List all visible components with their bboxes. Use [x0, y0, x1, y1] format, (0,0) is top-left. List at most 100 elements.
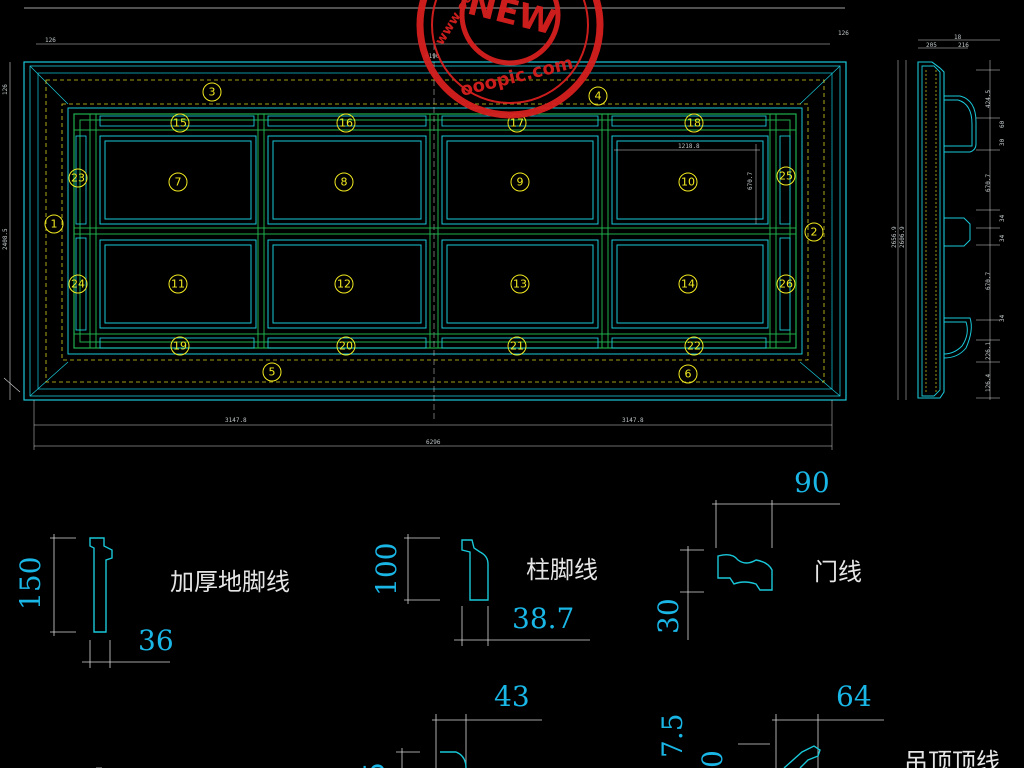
- marker-circle: [678, 172, 698, 192]
- profile-3-width: 90: [794, 466, 830, 499]
- marker-number: 25: [779, 170, 793, 183]
- marker-circle: [170, 113, 190, 133]
- sec-dim-10: 34: [999, 314, 1006, 322]
- dim-height-left: 2408.5: [2, 228, 9, 250]
- marker-circle: [510, 274, 530, 294]
- sec-dim-8: 34: [999, 234, 1006, 242]
- marker-number: 5: [269, 366, 276, 379]
- marker-number: 18: [687, 117, 701, 130]
- dim-top-offset: 126: [45, 37, 56, 44]
- marker-circle: [44, 214, 64, 234]
- dim-center-top: 6190: [425, 53, 440, 60]
- marker-number: 4: [595, 90, 602, 103]
- dim-left-offset: 126: [2, 84, 9, 95]
- marker-circle: [336, 336, 356, 356]
- marker-number: 24: [71, 278, 85, 291]
- marker-number: 9: [517, 176, 524, 189]
- marker-number: 26: [779, 278, 793, 291]
- marker-number: 10: [681, 176, 695, 189]
- marker-circle: [507, 336, 527, 356]
- marker-number: 15: [173, 117, 187, 130]
- sec-dim-14: 2606.9: [899, 226, 906, 248]
- dim-half-right: 3147.8: [622, 417, 644, 424]
- marker-number: 23: [71, 172, 85, 185]
- marker-circle: [202, 82, 222, 102]
- sec-dim-11: 226.1: [985, 342, 992, 360]
- marker-number: 22: [687, 340, 701, 353]
- sec-dim-2: 216: [958, 42, 969, 49]
- front-elevation: 126 126 6190 126 2408.5: [2, 7, 849, 450]
- profile-column-base: 100 38.7 柱脚线: [370, 534, 598, 646]
- sec-dim-3: 424.5: [985, 90, 992, 108]
- marker-number: 11: [171, 278, 185, 291]
- sec-dim-4: 60: [999, 120, 1006, 128]
- profile-1-name: 加厚地脚线: [170, 568, 290, 596]
- profile-1-width: 36: [138, 624, 174, 657]
- profile-2-name: 柱脚线: [526, 556, 598, 584]
- sec-dim-13: 2656.9: [891, 226, 898, 248]
- marker-number: 17: [510, 117, 524, 130]
- marker-circle: [776, 166, 796, 186]
- new-stamp-watermark: NEW www.ooopic.com ooopic.com: [416, 0, 604, 119]
- stamp-badge: NEW: [464, 0, 560, 43]
- panel-grid: 1218.8 670.7: [99, 135, 769, 329]
- side-section: 205 18 216 424.5 60 30 670.7 34 34 670.7…: [891, 34, 1006, 400]
- profile-5-width: 64: [836, 680, 872, 713]
- sec-dim-6: 670.7: [985, 174, 992, 192]
- profile-3-name: 门线: [814, 558, 862, 586]
- sec-dim-5: 30: [999, 138, 1006, 146]
- stamp-url-bottom: ooopic.com: [458, 53, 575, 101]
- marker-number: 21: [510, 340, 524, 353]
- dim-panel-height: 670.7: [747, 172, 754, 190]
- marker-number: 12: [337, 278, 351, 291]
- profile-4-width: 43: [494, 680, 530, 713]
- partial-dim-a: 5: [358, 762, 391, 768]
- marker-circle: [262, 362, 282, 382]
- marker-number: 13: [513, 278, 527, 291]
- marker-number: 3: [209, 86, 216, 99]
- sec-dim-0: 205: [926, 42, 937, 49]
- profile-ceiling-cornice: 64 7.5 0 吊顶顶线: [656, 680, 1000, 768]
- profile-door-trim: 90 30 门线: [652, 466, 862, 640]
- marker-circle: [336, 113, 356, 133]
- marker-circle: [678, 364, 698, 384]
- sec-dim-7: 34: [999, 214, 1006, 222]
- marker-number: 8: [341, 176, 348, 189]
- profile-2-height: 100: [370, 543, 403, 596]
- profile-partial-left: 43 5: [96, 680, 542, 768]
- dim-half-left: 3147.8: [225, 417, 247, 424]
- marker-number: 19: [173, 340, 187, 353]
- marker-number: 20: [339, 340, 353, 353]
- profile-5-name: 吊顶顶线: [904, 748, 1000, 768]
- marker-circle: [168, 172, 188, 192]
- marker-circle: [776, 274, 796, 294]
- marker-circle: [334, 172, 354, 192]
- marker-number: 2: [811, 226, 818, 239]
- marker-circle: [68, 168, 88, 188]
- dim-top-offset-right: 126: [838, 30, 849, 37]
- partial-dim-c: 0: [696, 750, 729, 768]
- sec-dim-9: 670.7: [985, 272, 992, 290]
- marker-number: 7: [175, 176, 182, 189]
- marker-circle: [170, 336, 190, 356]
- marker-circle: [168, 274, 188, 294]
- profile-1-height: 150: [14, 557, 47, 610]
- marker-number: 6: [685, 368, 692, 381]
- dim-total-width: 6296: [426, 439, 441, 446]
- marker-number: 1: [51, 218, 58, 231]
- marker-number: 16: [339, 117, 353, 130]
- profile-3-height: 30: [652, 598, 685, 634]
- partial-dim-b: 7.5: [656, 713, 689, 758]
- marker-circle: [804, 222, 824, 242]
- marker-circle: [68, 274, 88, 294]
- marker-circle: [334, 274, 354, 294]
- marker-circle: [678, 274, 698, 294]
- dim-panel-width: 1218.8: [678, 143, 700, 150]
- sec-dim-12: 126.4: [985, 374, 992, 392]
- marker-circle: [684, 336, 704, 356]
- marker-circle: [684, 113, 704, 133]
- marker-circle: [588, 86, 608, 106]
- profile-baseboard-thick: 150 36 加厚地脚线: [14, 534, 290, 668]
- profile-2-width: 38.7: [512, 602, 574, 635]
